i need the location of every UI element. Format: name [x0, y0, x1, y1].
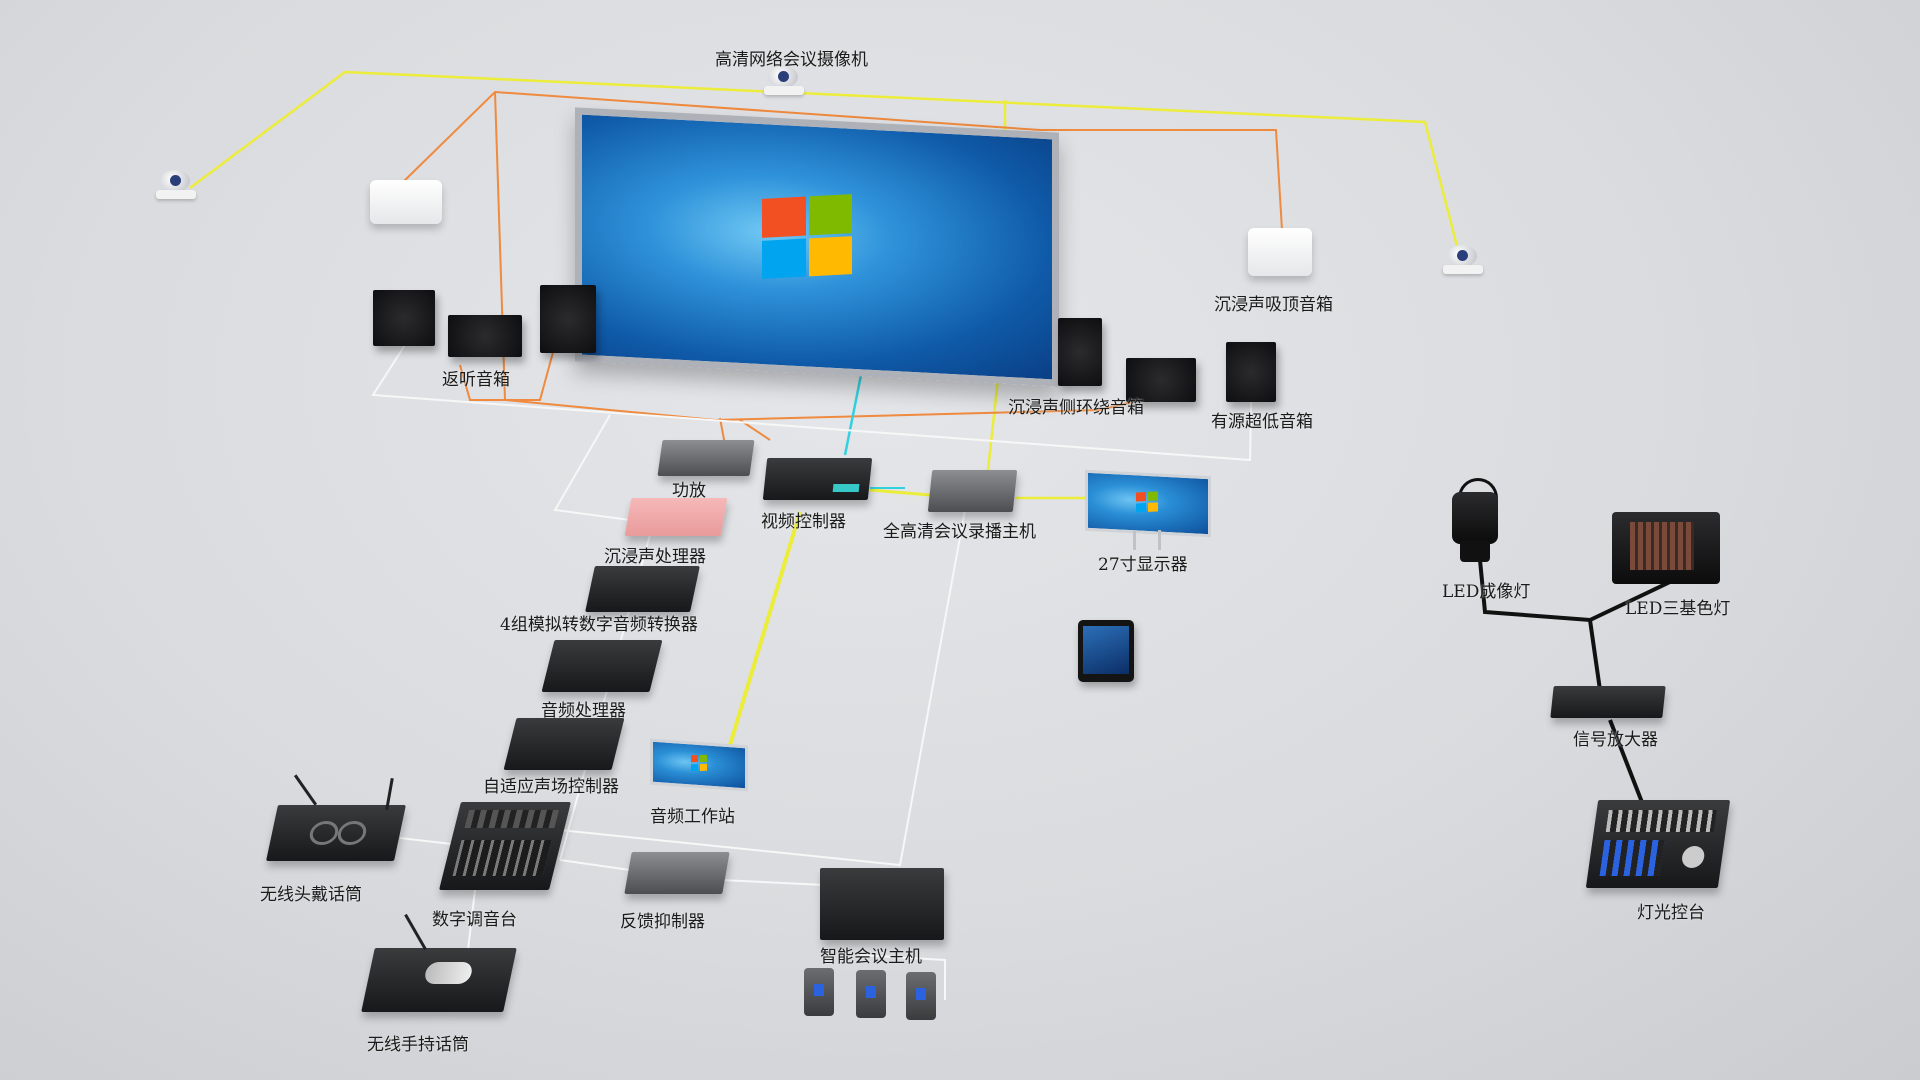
- label-signal-amp: 信号放大器: [1573, 730, 1658, 750]
- label-converter: 4组模拟转数字音频转换器: [500, 615, 698, 635]
- label-light-console: 灯光控台: [1637, 903, 1705, 923]
- monitor-speaker-2-icon: [448, 315, 522, 357]
- camera-right-icon: [1443, 245, 1483, 275]
- converter-device: [585, 566, 700, 612]
- delegate-unit-3-icon: [906, 972, 936, 1020]
- label-monitor-speaker: 返听音箱: [442, 370, 510, 390]
- label-immersive-processor: 沉浸声处理器: [604, 547, 706, 567]
- led-imaging-light-icon: [1448, 478, 1508, 568]
- wire-white-host: [719, 879, 826, 886]
- wire-video-recorder: [869, 488, 931, 497]
- label-digital-mixer: 数字调音台: [432, 910, 517, 930]
- display27-stand: [1133, 530, 1161, 550]
- side-speaker-2-icon: [1126, 358, 1196, 402]
- wire-camera-loop: [189, 70, 1462, 259]
- label-led-rgb: LED三基色灯: [1625, 599, 1731, 619]
- wire-white-left: [371, 344, 1253, 462]
- label-audio-workstation: 音频工作站: [650, 807, 735, 827]
- ceiling-speaker-left-icon: [370, 180, 442, 224]
- wire-screen-video: [843, 369, 864, 456]
- microphone-icon: [423, 962, 474, 984]
- audio-workstation-icon: [650, 738, 748, 792]
- label-led-imaging: LED成像灯: [1442, 582, 1531, 602]
- wire-white-feedback: [559, 859, 631, 871]
- label-wireless-handheld: 无线手持话筒: [367, 1035, 469, 1055]
- monitor-speaker-1-icon: [373, 290, 435, 346]
- signal-amp-device: [1550, 686, 1666, 718]
- amplifier-device: [657, 440, 755, 476]
- wire-video-workstation: [728, 511, 802, 746]
- label-feedback-suppressor: 反馈抑制器: [620, 912, 705, 932]
- subwoofer-icon: [1226, 342, 1276, 402]
- light-console-icon: [1585, 800, 1731, 888]
- camera-left-icon: [156, 170, 196, 200]
- label-camera: 高清网络会议摄像机: [715, 50, 868, 70]
- label-subwoofer: 有源超低音箱: [1211, 412, 1313, 432]
- headset-icon-2: [335, 821, 369, 845]
- label-conference-host: 智能会议主机: [820, 947, 922, 967]
- monitor-speaker-3-icon: [540, 285, 596, 353]
- main-screen: [575, 107, 1059, 387]
- label-video-controller: 视频控制器: [761, 512, 846, 532]
- audio-processor-device: [541, 640, 663, 692]
- label-display27: 27寸显示器: [1098, 555, 1188, 575]
- label-side-speaker: 沉浸声侧环绕音箱: [1008, 398, 1144, 418]
- camera-top-icon: [764, 66, 804, 96]
- side-speaker-1-icon: [1058, 318, 1102, 386]
- wire-light-a: [1478, 559, 1671, 623]
- headset-icon: [307, 821, 341, 845]
- recorder-device: [927, 470, 1018, 512]
- windows-logo-icon: [762, 194, 852, 279]
- wire-white-recorder: [559, 509, 966, 867]
- digital-mixer-icon: [439, 802, 571, 890]
- wire-white-mic: [467, 889, 476, 951]
- wire-light-b: [1588, 619, 1602, 691]
- wire-orange-left: [399, 90, 1283, 231]
- display27-icon: [1085, 469, 1211, 538]
- tablet-icon: [1078, 620, 1134, 682]
- label-wireless-headset: 无线头戴话筒: [260, 885, 362, 905]
- led-rgb-light-icon: [1612, 512, 1720, 584]
- delegate-unit-2-icon: [856, 970, 886, 1018]
- ceiling-speaker-right-icon: [1248, 228, 1312, 276]
- delegate-unit-1-icon: [804, 968, 834, 1016]
- label-adaptive-controller: 自适应声场控制器: [483, 777, 619, 797]
- video-controller-device: [762, 458, 873, 500]
- wireless-headset-device: [266, 805, 406, 861]
- label-recorder: 全高清会议录播主机: [883, 522, 1036, 542]
- feedback-suppressor-device: [624, 852, 730, 894]
- label-ceiling-speaker: 沉浸声吸顶音箱: [1214, 295, 1333, 315]
- label-amplifier: 功放: [672, 481, 706, 501]
- adaptive-controller-device: [503, 718, 625, 770]
- conference-host-device: [820, 868, 944, 940]
- label-audio-processor: 音频处理器: [541, 701, 626, 721]
- wire-orange-front: [504, 394, 1161, 422]
- wire-white-delegates: [859, 954, 946, 1000]
- wireless-handheld-device: [361, 948, 517, 1012]
- wire-white-proc: [553, 414, 631, 521]
- wire-light-c: [1608, 719, 1647, 811]
- immersive-processor-device: [624, 498, 728, 536]
